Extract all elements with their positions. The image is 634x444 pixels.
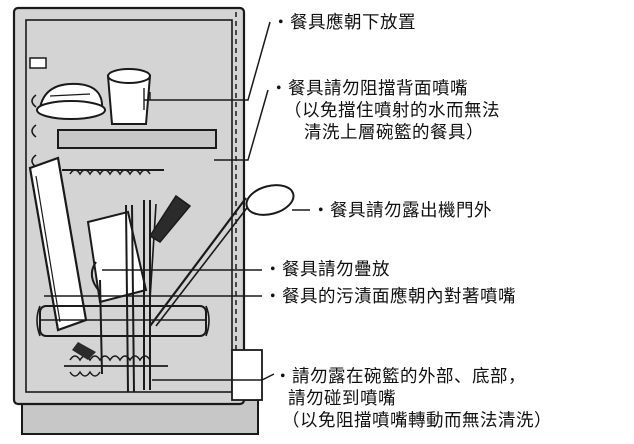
callout-soiled-side-line-1: ・餐具的污漬面應朝內對著噴嘴 <box>264 287 516 307</box>
callout-back-nozzle-line-1: ・餐具請勿阻擋背面噴嘴 <box>270 79 468 99</box>
upper-spray-arm <box>69 169 151 176</box>
callout-face-down-line-1: ・餐具應朝下放置 <box>272 13 416 33</box>
leader-lines <box>44 21 310 381</box>
callout-door: ・餐具請勿露出機門外 <box>312 200 492 222</box>
door-panel <box>231 349 263 401</box>
upper-rack <box>57 129 217 149</box>
callout-back-nozzle-line-2: （以免擋住噴射的水而無法 <box>284 101 500 121</box>
utensils <box>99 194 192 393</box>
lower-basket <box>36 305 210 337</box>
callout-basket-outside-line-3: （以免阻擋噴嘴轉動而無法清洗） <box>282 411 552 431</box>
cabinet-base <box>21 399 259 435</box>
upper-cup <box>106 68 152 125</box>
callout-back-nozzle: ・餐具請勿阻擋背面噴嘴 （以免擋住噴射的水而無法 清洗上層碗籃的餐具） <box>270 78 500 144</box>
callout-back-nozzle-line-3: 清洗上層碗籃的餐具） <box>304 123 484 143</box>
callout-basket-outside-line-1: ・請勿露在碗籃的外部、底部， <box>274 367 526 387</box>
utensil-tip <box>72 342 96 360</box>
callout-face-down: ・餐具應朝下放置 <box>272 12 416 34</box>
side-clip <box>29 57 47 69</box>
callout-no-stacking-line-1: ・餐具請勿疊放 <box>264 260 390 280</box>
upper-bowl <box>36 82 106 120</box>
ladle-outside-door <box>149 184 295 327</box>
callout-basket-outside: ・請勿露在碗籃的外部、底部， 請勿碰到噴嘴 （以免阻擋噴嘴轉動而無法清洗） <box>274 366 552 432</box>
callout-no-stacking: ・餐具請勿疊放 <box>264 259 390 281</box>
callout-door-line-1: ・餐具請勿露出機門外 <box>312 201 492 221</box>
callout-soiled-side: ・餐具的污漬面應朝內對著噴嘴 <box>264 286 516 308</box>
callout-basket-outside-line-2: 請勿碰到噴嘴 <box>288 389 396 409</box>
